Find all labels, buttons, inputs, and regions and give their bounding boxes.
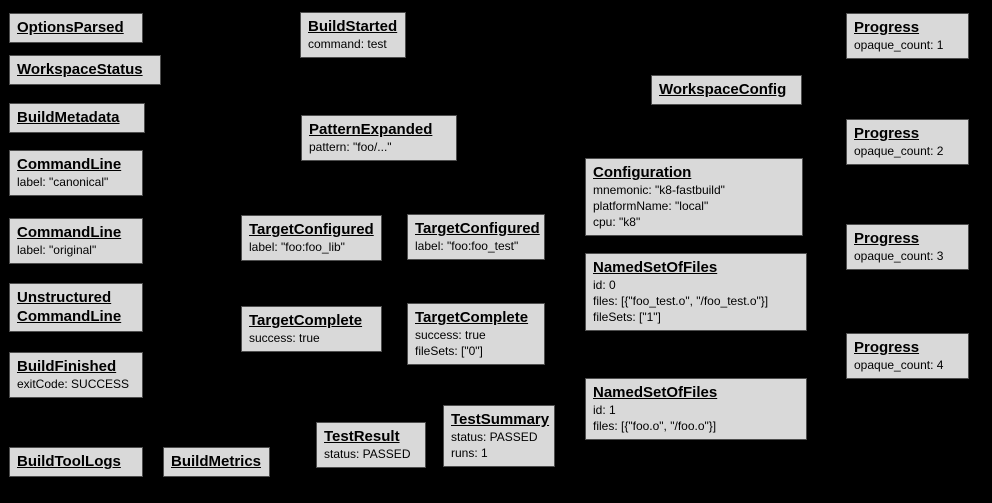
node-attribute-target-complete-foo-test-1: fileSets: ["0"] — [415, 344, 483, 358]
node-title-configuration: Configuration — [593, 164, 692, 181]
node-title-build-tool-logs: BuildToolLogs — [17, 453, 121, 470]
node-named-set-of-files-1: NamedSetOfFiles id: 1 files: [{"foo.o", "/… — [585, 378, 807, 440]
node-attribute-command-line-canonical-0: label: "canonical" — [17, 175, 109, 189]
node-title-target-configured-foo-lib: TargetConfigured — [249, 221, 374, 238]
node-target-complete-foo-test: TargetComplete success: true fileSets: ["0… — [407, 303, 545, 365]
node-command-line-canonical: CommandLine label: "canonical" — [9, 150, 143, 196]
node-progress-2: Progress opaque_count: 2 — [846, 119, 969, 165]
node-progress-4: Progress opaque_count: 4 — [846, 333, 969, 379]
node-title-progress-2: Progress — [854, 125, 920, 142]
node-attribute-named-set-of-files-0-2: fileSets: ["1"] — [593, 310, 661, 324]
node-title-build-started: BuildStarted — [308, 18, 398, 35]
node-build-metadata: BuildMetadata — [9, 103, 145, 133]
node-target-configured-foo-lib: TargetConfigured label: "foo:foo_lib" — [241, 215, 382, 261]
node-attribute-progress-1-0: opaque_count: 1 — [854, 38, 944, 52]
node-title-test-summary: TestSummary — [451, 411, 550, 428]
node-options-parsed: OptionsParsed — [9, 13, 143, 43]
node-title-build-metrics: BuildMetrics — [171, 453, 262, 470]
node-configuration: Configuration mnemonic: "k8-fastbuild" pla… — [585, 158, 803, 236]
node-title-named-set-of-files-0: NamedSetOfFiles — [593, 259, 718, 276]
node-attribute-build-finished-0: exitCode: SUCCESS — [17, 377, 130, 391]
node-attribute-progress-4-0: opaque_count: 4 — [854, 358, 944, 372]
node-build-metrics: BuildMetrics — [163, 447, 270, 477]
node-title-progress-3: Progress — [854, 230, 920, 247]
node-title-progress-1: Progress — [854, 19, 920, 36]
node-attribute-test-result-0: status: PASSED — [324, 447, 411, 461]
node-title-build-metadata: BuildMetadata — [17, 109, 120, 126]
node-attribute-command-line-original-0: label: "original" — [17, 243, 97, 257]
node-attribute-target-complete-foo-test-0: success: true — [415, 328, 486, 342]
node-title-target-complete-foo-lib: TargetComplete — [249, 312, 363, 329]
node-test-summary: TestSummary status: PASSED runs: 1 — [443, 405, 555, 467]
node-title-target-configured-foo-test: TargetConfigured — [415, 220, 540, 237]
node-title-build-finished: BuildFinished — [17, 358, 117, 375]
node-title-workspace-config: WorkspaceConfig — [659, 81, 787, 98]
node-attribute-named-set-of-files-0-0: id: 0 — [593, 278, 616, 292]
node-build-finished: BuildFinished exitCode: SUCCESS — [9, 352, 143, 398]
node-named-set-of-files-0: NamedSetOfFiles id: 0 files: [{"foo_test.o… — [585, 253, 807, 331]
node-attribute-pattern-expanded-0: pattern: "foo/..." — [309, 140, 392, 154]
node-attribute-target-configured-foo-test-0: label: "foo:foo_test" — [415, 239, 519, 253]
node-title-command-line-original: CommandLine — [17, 224, 122, 241]
node-attribute-named-set-of-files-0-1: files: [{"foo_test.o", "/foo_test.o"}] — [593, 294, 769, 308]
node-title-options-parsed: OptionsParsed — [17, 19, 124, 36]
node-attribute-progress-2-0: opaque_count: 2 — [854, 144, 944, 158]
node-attribute-progress-3-0: opaque_count: 3 — [854, 249, 944, 263]
node-attribute-configuration-1: platformName: "local" — [593, 199, 709, 213]
node-title-named-set-of-files-1: NamedSetOfFiles — [593, 384, 718, 401]
node-title-test-result: TestResult — [324, 428, 400, 445]
node-attribute-named-set-of-files-1-1: files: [{"foo.o", "/foo.o"}] — [593, 419, 717, 433]
node-test-result: TestResult status: PASSED — [316, 422, 426, 468]
node-attribute-test-summary-1: runs: 1 — [451, 446, 488, 460]
node-target-complete-foo-lib: TargetComplete success: true — [241, 306, 382, 352]
node-pattern-expanded: PatternExpanded pattern: "foo/..." — [301, 115, 457, 161]
node-build-started: BuildStarted command: test — [300, 12, 406, 58]
node-build-tool-logs: BuildToolLogs — [9, 447, 143, 477]
node-title-pattern-expanded: PatternExpanded — [309, 121, 433, 138]
node-target-configured-foo-test: TargetConfigured label: "foo:foo_test" — [407, 214, 545, 260]
node-progress-3: Progress opaque_count: 3 — [846, 224, 969, 270]
node-attribute-configuration-2: cpu: "k8" — [593, 215, 641, 229]
node-title-unstructured-command-line: Unstructured CommandLine — [17, 289, 122, 325]
node-progress-1: Progress opaque_count: 1 — [846, 13, 969, 59]
node-attribute-named-set-of-files-1-0: id: 1 — [593, 403, 616, 417]
node-attribute-build-started-0: command: test — [308, 37, 387, 51]
node-unstructured-command-line: Unstructured CommandLine — [9, 283, 143, 332]
node-command-line-original: CommandLine label: "original" — [9, 218, 143, 264]
node-attribute-configuration-0: mnemonic: "k8-fastbuild" — [593, 183, 725, 197]
node-title-progress-4: Progress — [854, 339, 920, 356]
node-title-command-line-canonical: CommandLine — [17, 156, 122, 173]
node-attribute-test-summary-0: status: PASSED — [451, 430, 538, 444]
node-title-target-complete-foo-test: TargetComplete — [415, 309, 529, 326]
node-attribute-target-complete-foo-lib-0: success: true — [249, 331, 320, 345]
node-attribute-target-configured-foo-lib-0: label: "foo:foo_lib" — [249, 240, 345, 254]
node-workspace-status: WorkspaceStatus — [9, 55, 161, 85]
node-title-workspace-status: WorkspaceStatus — [17, 61, 143, 78]
node-workspace-config: WorkspaceConfig — [651, 75, 802, 105]
